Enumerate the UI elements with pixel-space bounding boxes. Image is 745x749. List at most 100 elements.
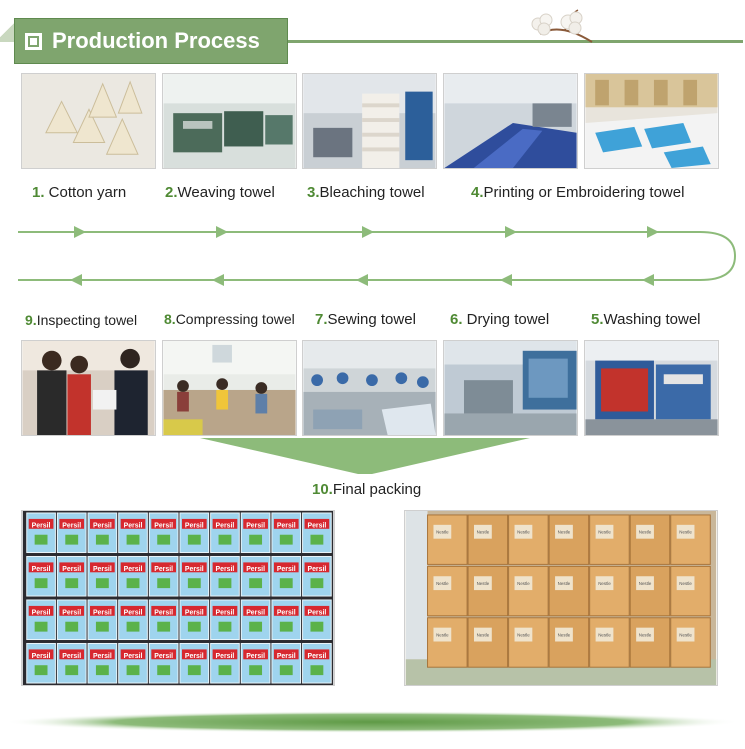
- page-title: Production Process: [52, 28, 260, 53]
- step-10-label: 10.Final packing: [312, 481, 421, 498]
- step-text: Printing or Embroidering towel: [483, 184, 685, 201]
- step-number: 2.: [165, 184, 178, 201]
- svg-text:Nestle: Nestle: [598, 633, 611, 638]
- carton-box: Nestle: [548, 565, 590, 617]
- persil-package: Persil: [148, 512, 179, 554]
- photo-compressing: [162, 340, 297, 436]
- svg-text:Persil: Persil: [154, 609, 173, 616]
- persil-package: Persil: [118, 512, 148, 554]
- svg-text:Persil: Persil: [93, 653, 112, 660]
- step-4-label: 4.Printing or Embroidering towel: [471, 184, 684, 201]
- bottom-decorative-bar: [4, 711, 740, 733]
- carton-box: Nestle: [548, 514, 590, 565]
- svg-text:Persil: Persil: [307, 566, 326, 573]
- svg-text:Persil: Persil: [246, 653, 265, 660]
- svg-text:Persil: Persil: [93, 522, 112, 529]
- step-1-label: 1. Cotton yarn: [32, 184, 126, 201]
- svg-text:Nestle: Nestle: [558, 633, 571, 638]
- photo-inspecting: [21, 340, 156, 436]
- svg-text:Persil: Persil: [185, 522, 204, 529]
- persil-package: Persil: [87, 512, 118, 554]
- svg-text:Persil: Persil: [216, 653, 235, 660]
- carton-box: Nestle: [467, 617, 509, 668]
- svg-text:Persil: Persil: [62, 522, 81, 529]
- step-text: Final packing: [332, 481, 422, 498]
- persil-package: Persil: [271, 512, 302, 554]
- svg-text:Persil: Persil: [246, 522, 265, 529]
- persil-package: Persil: [26, 599, 56, 641]
- persil-package: Persil: [179, 599, 210, 641]
- photo-sewing: [302, 340, 437, 436]
- step-number: 9.: [25, 312, 37, 328]
- carton-box: Nestle: [548, 617, 590, 668]
- persil-package: Persil: [210, 642, 240, 684]
- step-text: Bleaching towel: [319, 184, 425, 201]
- step-text: Weaving towel: [177, 184, 275, 201]
- persil-package: Persil: [87, 599, 118, 641]
- persil-package: Persil: [271, 555, 302, 597]
- svg-text:Persil: Persil: [154, 522, 173, 529]
- step-9-label: 9.Inspecting towel: [25, 312, 137, 328]
- carton-box: Nestle: [670, 514, 711, 565]
- carton-box: Nestle: [629, 565, 671, 617]
- svg-text:Persil: Persil: [154, 653, 173, 660]
- svg-text:Persil: Persil: [246, 566, 265, 573]
- carton-box: Nestle: [508, 617, 549, 668]
- svg-text:Persil: Persil: [277, 522, 296, 529]
- svg-text:Persil: Persil: [32, 522, 51, 529]
- header-rule: [288, 40, 743, 43]
- step-6-label: 6. Drying towel: [450, 311, 549, 328]
- header-fold-decoration: [0, 18, 14, 42]
- svg-text:Persil: Persil: [124, 653, 143, 660]
- svg-text:Nestle: Nestle: [477, 530, 490, 535]
- persil-package: Persil: [210, 512, 240, 554]
- svg-text:Persil: Persil: [62, 609, 81, 616]
- persil-package: Persil: [118, 555, 148, 597]
- svg-text:Persil: Persil: [124, 522, 143, 529]
- svg-text:Nestle: Nestle: [436, 633, 449, 638]
- carton-box: Nestle: [467, 565, 509, 617]
- svg-text:Persil: Persil: [216, 522, 235, 529]
- photo-embroidering: [584, 73, 719, 169]
- svg-text:Nestle: Nestle: [679, 530, 692, 535]
- persil-package: Persil: [56, 599, 87, 641]
- step-number: 10.: [312, 481, 333, 498]
- svg-text:Persil: Persil: [216, 609, 235, 616]
- svg-text:Nestle: Nestle: [558, 581, 571, 586]
- svg-text:Nestle: Nestle: [639, 530, 652, 535]
- svg-text:Nestle: Nestle: [558, 530, 571, 535]
- svg-text:Nestle: Nestle: [477, 581, 490, 586]
- carton-box: Nestle: [589, 617, 630, 668]
- carton-box: Nestle: [427, 617, 468, 668]
- carton-box: Nestle: [508, 565, 549, 617]
- persil-package: Persil: [240, 599, 271, 641]
- svg-text:Persil: Persil: [277, 609, 296, 616]
- persil-package: Persil: [179, 642, 210, 684]
- step-5-label: 5.Washing towel: [591, 311, 701, 328]
- svg-text:Persil: Persil: [124, 566, 143, 573]
- svg-text:Nestle: Nestle: [517, 581, 530, 586]
- header-banner: Production Process: [14, 18, 288, 64]
- svg-text:Persil: Persil: [32, 609, 51, 616]
- carton-box: Nestle: [467, 514, 509, 565]
- svg-text:Nestle: Nestle: [477, 633, 490, 638]
- step-number: 1.: [32, 184, 45, 201]
- persil-package: Persil: [118, 642, 148, 684]
- persil-package: Persil: [56, 642, 87, 684]
- carton-box: Nestle: [670, 617, 711, 668]
- photo-bleaching: [302, 73, 437, 169]
- persil-package: Persil: [302, 512, 332, 554]
- svg-text:Nestle: Nestle: [436, 581, 449, 586]
- persil-package: Persil: [87, 555, 118, 597]
- svg-text:Nestle: Nestle: [679, 633, 692, 638]
- step-7-label: 7.Sewing towel: [315, 311, 416, 328]
- svg-text:Persil: Persil: [62, 653, 81, 660]
- svg-text:Nestle: Nestle: [517, 633, 530, 638]
- persil-package: Persil: [148, 642, 179, 684]
- persil-package: Persil: [210, 599, 240, 641]
- carton-box: Nestle: [589, 565, 630, 617]
- persil-package: Persil: [240, 642, 271, 684]
- svg-text:Nestle: Nestle: [639, 581, 652, 586]
- step-2-label: 2.Weaving towel: [165, 184, 275, 201]
